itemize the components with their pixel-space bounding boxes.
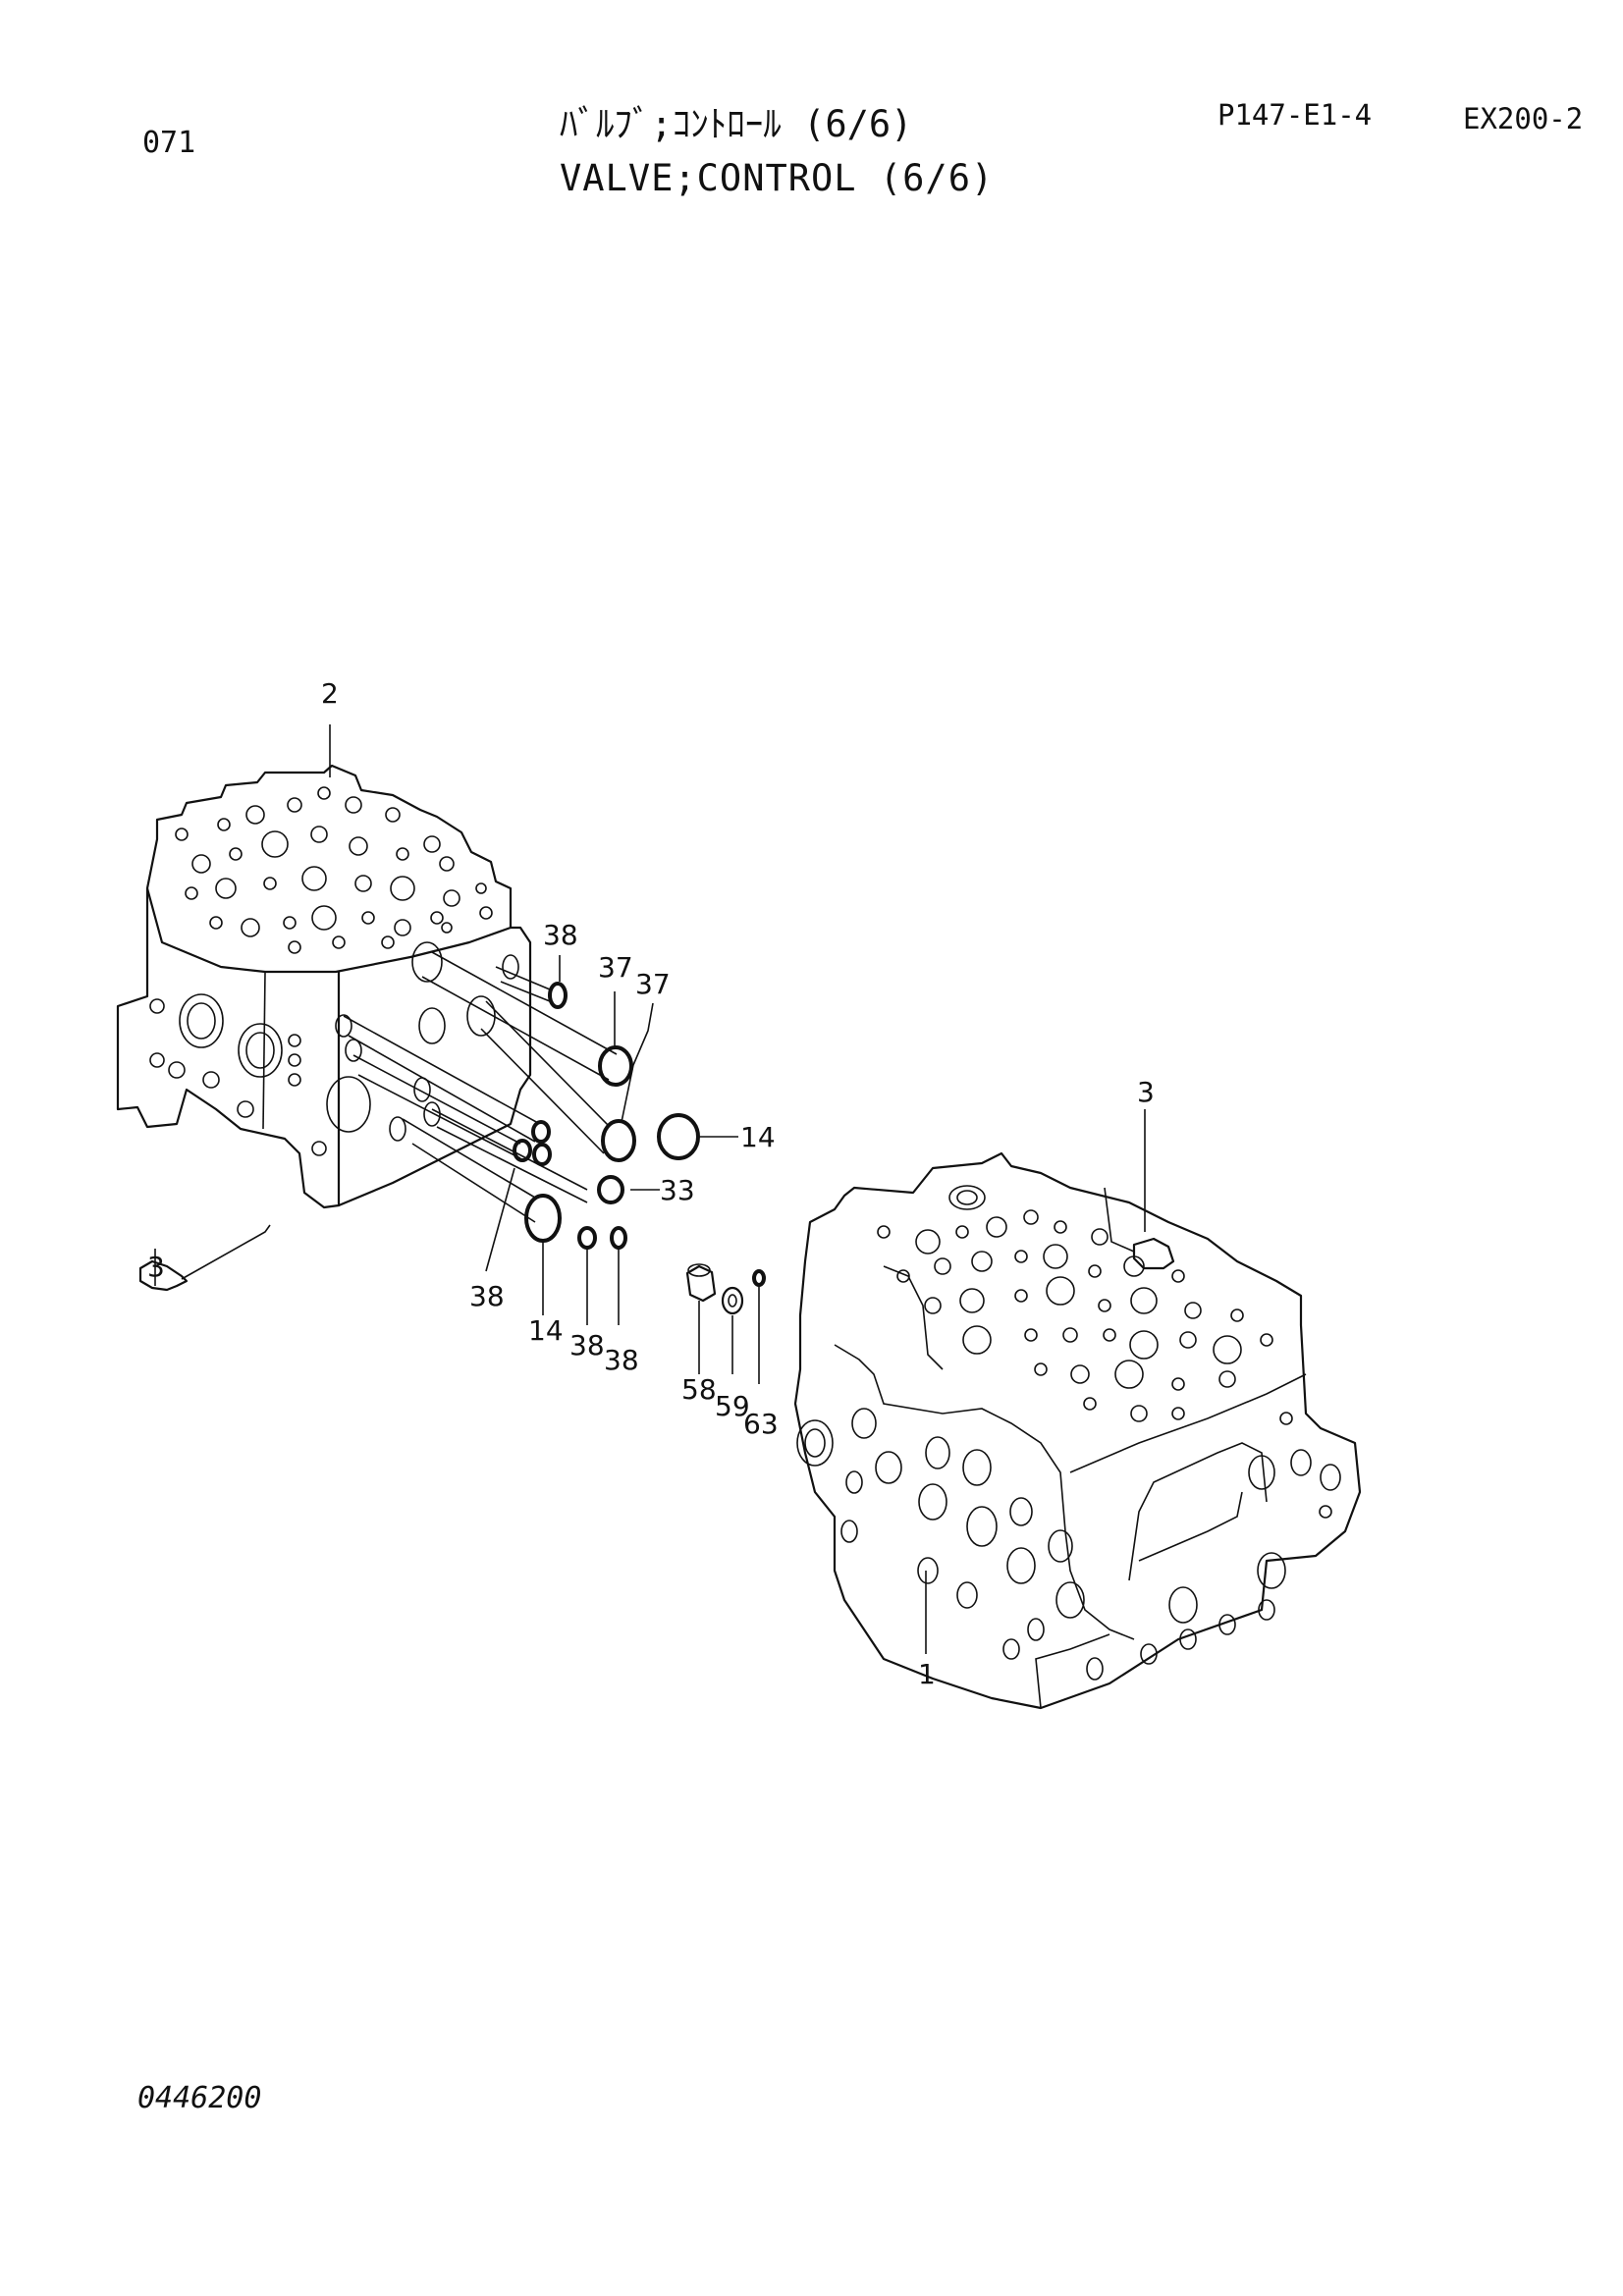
plug-part-58 — [685, 1263, 717, 1303]
seal-rings — [513, 982, 766, 1287]
callout-59: 59 — [715, 1390, 750, 1422]
callout-38-mid: 38 — [569, 1329, 605, 1362]
spool-leader-lines — [343, 951, 618, 1223]
callout-labels: 2 38 37 37 14 33 3 38 14 38 38 3 58 59 6… — [147, 677, 1155, 1690]
callout-63: 63 — [743, 1408, 779, 1440]
leader-lines — [154, 724, 1146, 1654]
callout-3-left: 3 — [147, 1251, 165, 1283]
callout-33: 33 — [660, 1174, 695, 1206]
footer-code: 0446200 — [137, 2081, 262, 2115]
callout-3-right: 3 — [1137, 1076, 1155, 1108]
bolt-part-3-right — [1104, 1187, 1175, 1270]
callout-37-b: 37 — [635, 968, 671, 1000]
callout-1: 1 — [918, 1658, 936, 1690]
callout-37-a: 37 — [598, 951, 633, 984]
callout-14-right: 14 — [740, 1121, 776, 1153]
document-code: P147-E1-4 — [1217, 98, 1373, 132]
page-number: 071 — [142, 126, 196, 160]
callout-38-right: 38 — [604, 1344, 639, 1376]
valve-section-block — [116, 764, 532, 1209]
title-english: VALVE;CONTROL (6/6) — [560, 157, 995, 199]
callout-14-bottom: 14 — [528, 1314, 564, 1347]
bolt-part-3-left — [138, 1224, 271, 1292]
callout-38-left: 38 — [469, 1280, 505, 1312]
callout-58: 58 — [681, 1373, 717, 1406]
washer-part-59 — [721, 1286, 744, 1315]
callout-38-top: 38 — [543, 919, 578, 951]
callout-2: 2 — [321, 677, 339, 710]
main-valve-block — [793, 1151, 1362, 1710]
title-japanese: ﾊﾞﾙﾌﾞ;ｺﾝﾄﾛｰﾙ (6/6) — [560, 103, 913, 145]
model-code: EX200-2 — [1463, 102, 1584, 135]
